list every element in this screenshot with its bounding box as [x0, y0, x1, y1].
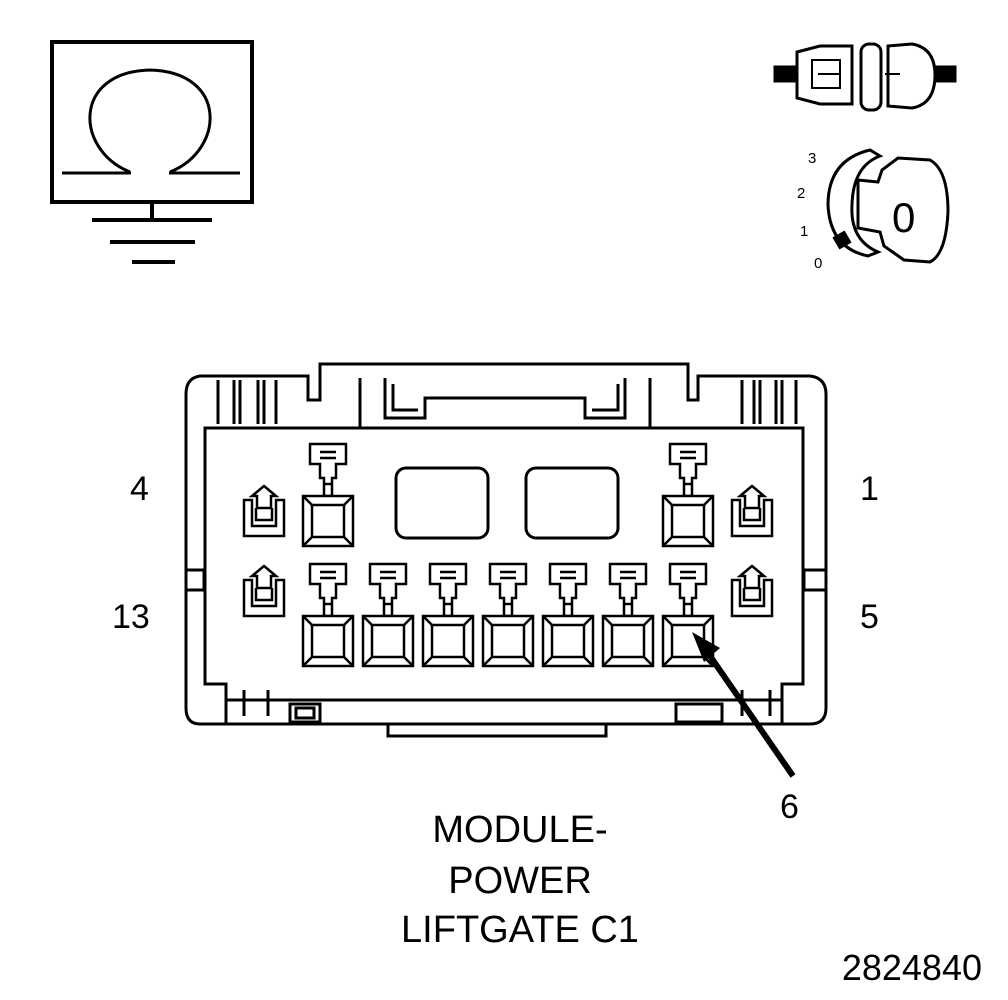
cavity-bottom-5: [541, 562, 595, 668]
ignition-pos-3: 3: [808, 150, 816, 167]
ignition-pos-0: 0: [814, 255, 822, 272]
cavity-top-right: [661, 442, 715, 548]
pin-label-bottom-right: 5: [860, 598, 879, 636]
pin-label-callout: 6: [780, 788, 799, 826]
cavity-bottom-3: [421, 562, 475, 668]
clip-bottom-right: [730, 564, 774, 618]
pin-label-bottom-left: 13: [112, 598, 150, 636]
connector-title-line-3: LIFTGATE C1: [401, 909, 639, 951]
cavity-bottom-1: [301, 562, 355, 668]
pin-label-top-right: 1: [860, 470, 879, 508]
disconnected-connector-icon: [773, 42, 957, 112]
pin-label-top-left: 4: [130, 470, 149, 508]
pin-6-callout-arrow: [692, 632, 796, 778]
ignition-key-label: 0: [892, 194, 915, 241]
cavity-top-left: [301, 442, 355, 548]
clip-top-right: [730, 484, 774, 538]
cavity-bottom-2: [361, 562, 415, 668]
ignition-position-marker: [832, 230, 852, 250]
cavity-bottom-4: [481, 562, 535, 668]
ignition-pos-1: 1: [800, 223, 808, 240]
ignition-pos-2: 2: [797, 185, 805, 202]
clip-bottom-left: [242, 564, 286, 618]
cavity-bottom-6: [601, 562, 655, 668]
ignition-key-off-icon: 3 2 1 0 0: [797, 148, 950, 272]
connector-title-line-1: MODULE-: [432, 809, 607, 851]
ohmmeter-ground-icon: [50, 40, 254, 264]
connector-title-line-2: POWER: [448, 860, 592, 902]
clip-top-left: [242, 484, 286, 538]
figure-number: 2824840: [842, 947, 982, 988]
